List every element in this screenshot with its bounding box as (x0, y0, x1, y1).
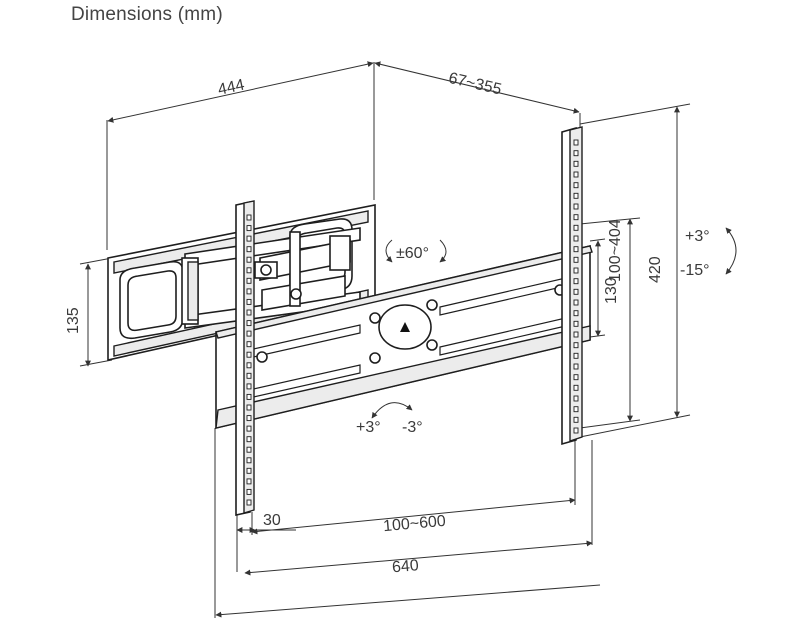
mounting-hole (573, 139, 579, 146)
tilt-indicator (725, 227, 737, 275)
mounting-hole (246, 436, 252, 443)
mounting-hole (246, 298, 252, 305)
mounting-hole (246, 277, 252, 284)
mounting-hole (573, 374, 579, 381)
label-swivel: ±60° (396, 245, 429, 262)
mounting-hole (246, 214, 252, 221)
mounting-hole (246, 467, 252, 474)
mounting-hole (573, 299, 579, 306)
mounting-hole (246, 351, 252, 358)
mounting-hole (246, 372, 252, 379)
mounting-hole (573, 214, 579, 221)
label-tilt-down: -15° (680, 262, 710, 279)
dim-bracket-width: 30 (263, 512, 281, 529)
mounting-hole (573, 342, 579, 349)
mounting-hole (246, 457, 252, 464)
mounting-hole (246, 267, 252, 274)
level-indicator (371, 402, 413, 419)
mounting-hole (573, 235, 579, 242)
mounting-hole (573, 224, 579, 231)
mounting-hole (573, 416, 579, 423)
mounting-hole (246, 362, 252, 369)
label-level-plus: +3° (356, 419, 381, 436)
mounting-hole (573, 427, 579, 434)
mounting-hole (573, 246, 579, 253)
mounting-hole (573, 352, 579, 359)
dim-rail-height: 130 (603, 277, 620, 304)
mounting-hole (246, 383, 252, 390)
mounting-hole (573, 150, 579, 157)
mounting-hole (246, 309, 252, 316)
mounting-hole (573, 363, 579, 370)
mounting-hole (573, 320, 579, 327)
mounting-hole (573, 256, 579, 263)
mounting-hole (246, 499, 252, 506)
dim-arm-width: 444 (216, 77, 246, 99)
mounting-hole (573, 182, 579, 189)
mounting-hole (573, 278, 579, 285)
mounting-hole (573, 192, 579, 199)
mounting-hole (573, 310, 579, 317)
mounting-hole (246, 341, 252, 348)
vertical-bracket-left (235, 200, 255, 516)
mounting-hole (246, 225, 252, 232)
label-level-minus: -3° (402, 419, 423, 436)
horizontal-rail (215, 244, 593, 430)
mounting-hole (246, 404, 252, 411)
mounting-hole (246, 330, 252, 337)
mounting-hole (573, 395, 579, 402)
vertical-bracket-right (561, 126, 583, 446)
dim-vesa-vertical: 100~404 (607, 219, 624, 282)
diagram-title: Dimensions (mm) (71, 4, 223, 25)
swivel-indicator (385, 239, 447, 263)
mounting-hole (573, 203, 579, 210)
swivel-arm (181, 227, 361, 329)
mounting-hole (246, 488, 252, 495)
dimension-lines (79, 61, 691, 618)
dim-wall-plate-height: 135 (65, 307, 82, 334)
mounting-hole (246, 256, 252, 263)
mounting-hole (246, 425, 252, 432)
dim-extension: 67~355 (447, 70, 503, 99)
dim-total-width: 640 (391, 557, 419, 576)
mounting-hole (573, 267, 579, 274)
label-tilt-up: +3° (685, 228, 710, 245)
mounting-hole (246, 235, 252, 242)
mounting-hole (246, 415, 252, 422)
mounting-hole (573, 331, 579, 338)
mounting-hole (246, 393, 252, 400)
mounting-hole (573, 171, 579, 178)
dim-height-total: 420 (647, 256, 664, 283)
mounting-hole (573, 160, 579, 167)
mounting-hole (573, 384, 579, 391)
mounting-hole (246, 288, 252, 295)
mounting-hole (246, 446, 252, 453)
mounting-hole (246, 246, 252, 253)
mounting-hole (246, 478, 252, 485)
dim-vesa-horizontal: 100~600 (383, 513, 447, 535)
mounting-hole (573, 406, 579, 413)
mounting-hole (246, 320, 252, 327)
mounting-hole (573, 288, 579, 295)
